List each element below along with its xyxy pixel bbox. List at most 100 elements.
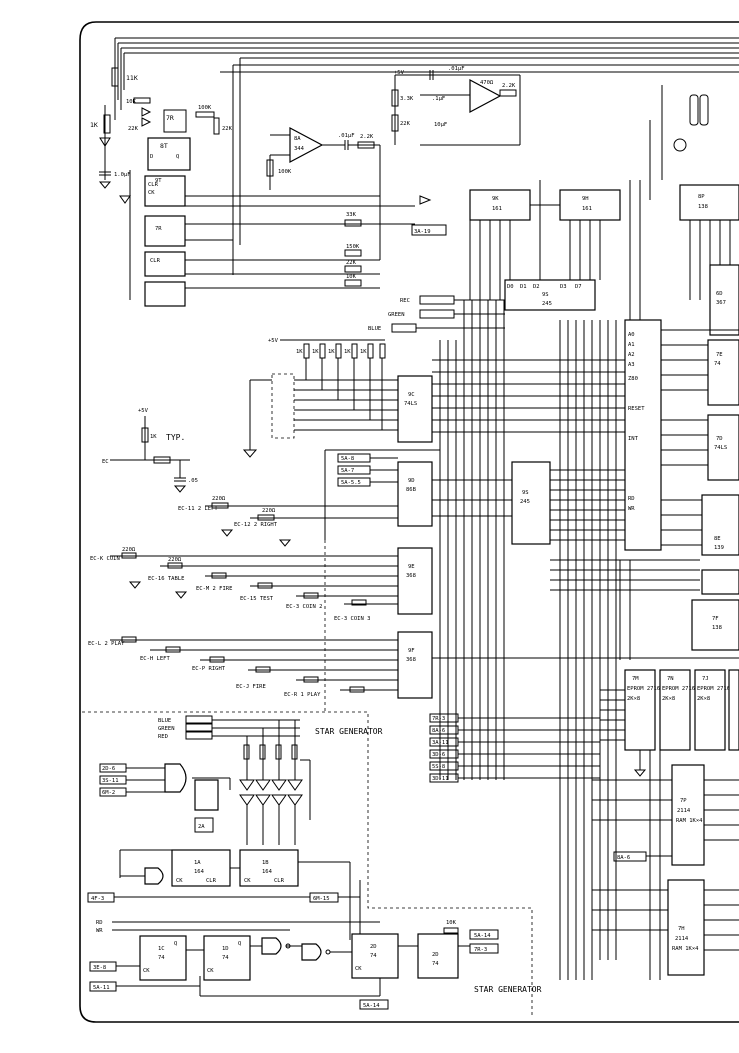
top-bus [114,37,739,275]
connector-tag: 7R-3 [474,947,487,953]
res-label: 1K [312,349,319,355]
color-label: BLUE [158,718,171,724]
chip-type: 368 [406,573,416,579]
cap-label: .01µF [448,66,465,72]
res-label: 220Ω [212,496,226,502]
dip-switch[interactable] [271,373,295,439]
res-label: 2.2K [502,83,516,89]
ec-label: EC-M 2 FIRE [196,586,232,592]
chip-type: 74LS [714,445,727,451]
chip-type: 74 [714,361,721,367]
connector-tag: 3A-19 [414,229,431,235]
connector-tag: 3D-6 [432,752,445,758]
connector-tag: 5A-8 [341,456,354,462]
chip-9s-top [504,279,596,311]
connector-tag: 3S-11 [102,778,119,784]
cap-label: .01µF [338,133,355,139]
voltage-label: +5V [138,408,149,414]
chip-type: EPROM 2716 [697,686,730,692]
ec-label: EC-11 2 LEFT [178,506,218,512]
chip-type: 368 [406,657,416,663]
color-label: RED [158,734,168,740]
connector-tag: 2D-6 [102,766,115,772]
res-label: 150K [346,244,360,250]
ec-label: EC-J FIRE [236,684,266,690]
buffer-3 [271,779,287,791]
dip-switch-section: +5V 1K 1K 1K 1K 1K 9C 74LS [242,338,433,458]
gate-4b [164,763,187,793]
chip-type: 74 [432,961,439,967]
chip-eprom-4 [728,669,739,751]
ram-chips: 7P 2114 RAM 1K×4 7H 2114 RAM 1K×4 8A-6 [592,764,739,976]
chip-type: Z80 [628,376,638,382]
res-label: 220Ω [262,508,276,514]
chip-8e [701,494,739,556]
ec-label: EC-L 2 PLAY [88,641,125,647]
connector-tag: 3E-8 [93,965,106,971]
pin: CLR [148,182,159,188]
cap-label: 10µF [434,122,447,128]
res-label: 1K [328,349,335,355]
connector-tag: 6M-15 [313,896,330,902]
control-inputs: EC-11 2 LEFT EC-12 2 RIGHT 220Ω 220Ω 9E … [88,496,433,699]
chip-ref: 6D [716,291,723,297]
pin: D2 [533,284,540,290]
pin: D0 [507,284,514,290]
ec-label: EC-3 COIN 2 [286,604,322,610]
star-generator-boundary [82,711,533,1015]
pin: CK [207,968,214,974]
pin: CK [176,878,183,884]
connector-tag: 3A-11 [432,740,449,746]
pin: D [150,154,153,160]
chip-9s-group: 9S 245 [432,461,625,545]
cpu-area: Z80 A0 A1 A2 A3 RESET INT RD WR 6D 367 7… [624,264,739,651]
chip-ref: 9K [492,196,499,202]
chip-ff-2 [144,215,186,247]
color-label: REC [400,298,410,304]
pin: CLR [274,878,285,884]
chip-ff-3 [144,251,186,277]
sheet-border [79,21,739,1023]
buffer-4 [287,779,303,791]
res-label: 10K [126,99,137,105]
chip-ref: 7F [712,616,719,622]
pin: WR [628,506,635,512]
chip-ref: 9S [522,490,529,496]
section-title: STAR GENERATOR [474,985,542,994]
chip-1a [171,849,231,887]
section-title: STAR GENERATOR [315,727,383,736]
pin: CLR [150,258,161,264]
res-label: 1K [296,349,303,355]
ec-label: EC-P RIGHT [192,666,226,672]
chip-ref: 1C [158,946,165,952]
chip-7m [624,669,656,751]
pin: D3 [560,284,567,290]
res-label: 470Ω [480,80,494,86]
chip-8t [147,137,191,171]
res-label: 1K [344,349,351,355]
chip-7p [671,764,705,866]
chip-2d-b [417,933,459,979]
chip-type: 161 [492,206,502,212]
chip-ref: 9H [582,196,589,202]
chip-note: RAM 1K×4 [676,818,703,824]
chip-ref: 9E [408,564,415,570]
res-label: 220Ω [122,547,136,553]
chip-type: 74 [158,955,165,961]
chip-9k [469,189,531,221]
chip-ref: 9F [408,648,415,654]
pin: INT [628,436,639,442]
chip-ref: 1D [222,946,229,952]
res-label: 22K [222,126,233,132]
cap-label: 1.0µF [114,172,131,178]
connector-tag: 5A-14 [474,933,491,939]
pin: CK [148,190,155,196]
connector-tag: 8A-6 [617,855,630,861]
chip-type: EPROM 2716 [627,686,660,692]
chip-type: 245 [542,301,552,307]
voltage-label: +5V [394,70,405,76]
chip-2d [351,933,399,979]
right-bus [550,559,700,980]
connector-tag: 5A-14 [363,1003,380,1009]
chip-type: 74LS [404,401,417,407]
